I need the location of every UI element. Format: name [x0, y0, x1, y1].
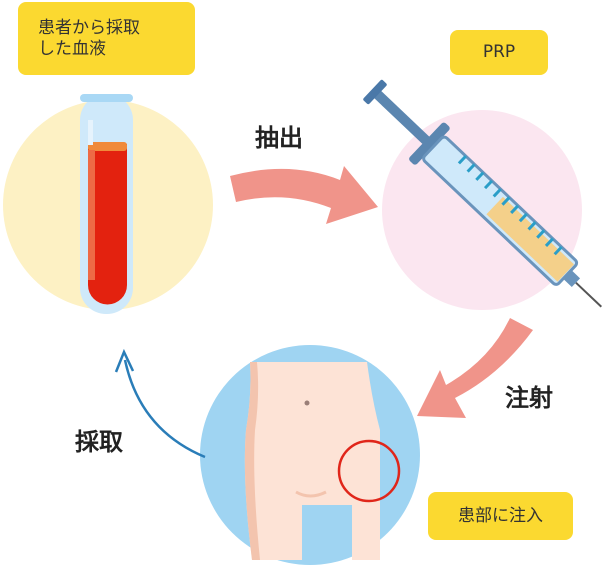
prp-label: PRP — [450, 30, 548, 75]
test-tube-icon — [80, 94, 133, 314]
extract-arrow — [230, 166, 378, 224]
step-extract: 抽出 — [255, 124, 303, 152]
inject-site-label: 患部に注入 — [428, 492, 573, 540]
blood-source-label: 患者から採取 した血液 — [18, 2, 195, 75]
affected-area-circle — [337, 439, 401, 503]
syringe-icon — [363, 79, 603, 308]
step-collect: 採取 — [75, 428, 123, 456]
blood-source-line1: 患者から採取 — [38, 17, 140, 38]
prp-label-text: PRP — [482, 42, 516, 62]
inject-site-text: 患部に注入 — [458, 505, 543, 526]
step-inject: 注射 — [505, 384, 553, 412]
blood-source-line2: した血液 — [38, 38, 106, 59]
body-lower-torso — [244, 362, 401, 560]
inject-arrow — [417, 318, 533, 418]
collect-arrow — [114, 348, 206, 459]
